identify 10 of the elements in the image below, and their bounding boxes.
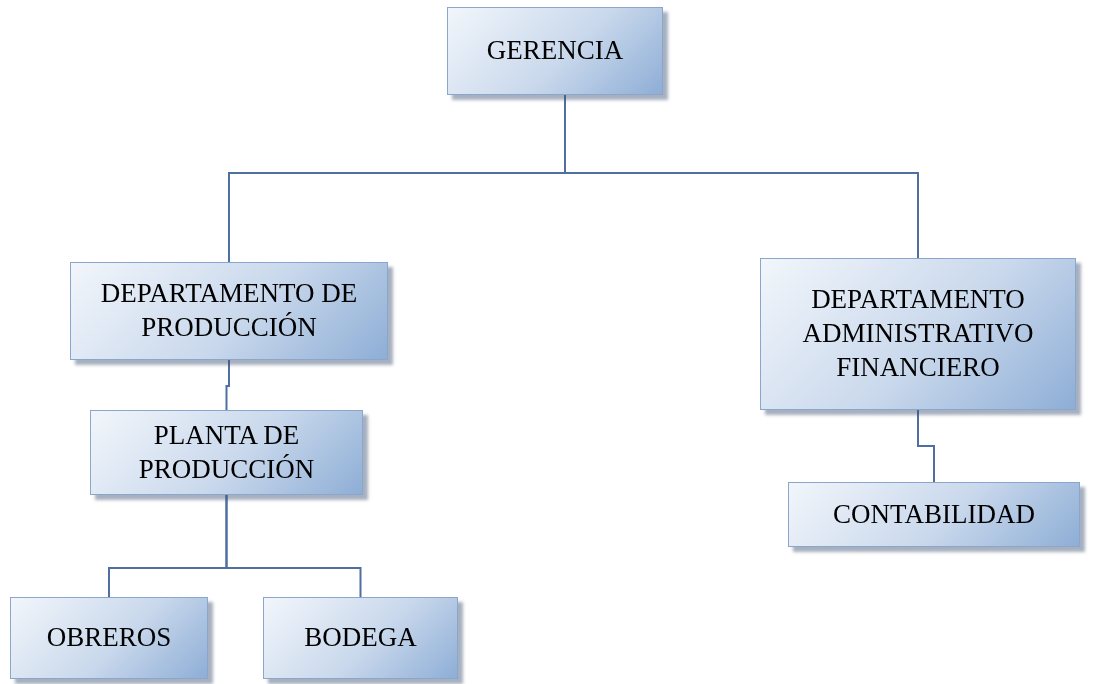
org-chart-box: BODEGA xyxy=(263,597,458,679)
org-chart-box: PLANTA DE PRODUCCIÓN xyxy=(90,410,363,495)
connector-line xyxy=(225,494,362,598)
connector-line xyxy=(225,359,230,411)
org-chart-box: CONTABILIDAD xyxy=(788,482,1080,547)
org-chart-box: DEPARTAMENTO DE PRODUCCIÓN xyxy=(70,262,388,360)
org-chart-box: DEPARTAMENTO ADMINISTRATIVO FINANCIERO xyxy=(760,258,1076,410)
connector-line xyxy=(917,409,935,483)
org-chart-box: GERENCIA xyxy=(447,7,663,95)
org-chart-box: OBREROS xyxy=(10,597,208,679)
